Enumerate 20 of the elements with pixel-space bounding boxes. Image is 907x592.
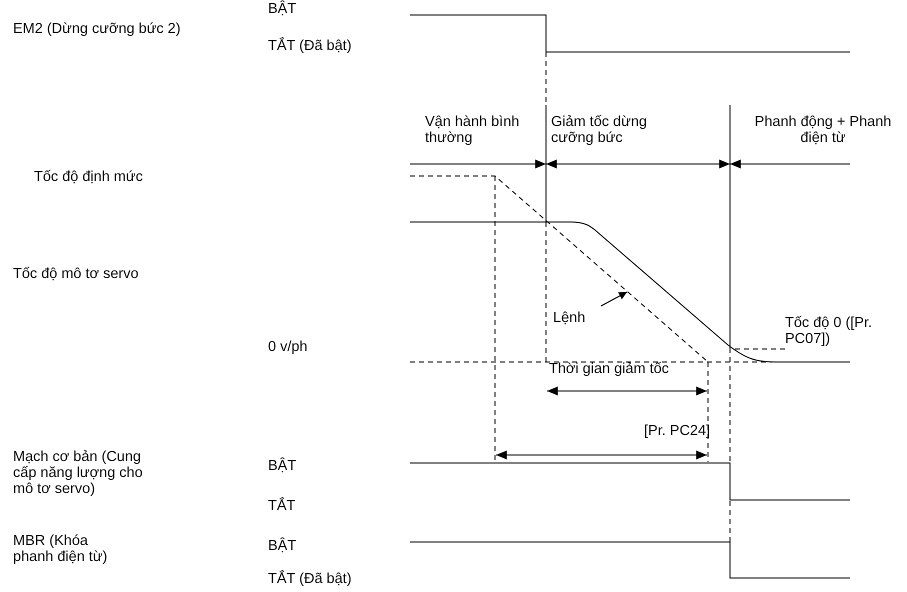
callout-label: Tốc độ 0 ([Pr. PC07]) [785, 315, 897, 347]
dimension-label: Thời gian giảm tốc [549, 361, 670, 377]
signal-name: Tốc độ định mức [34, 169, 144, 185]
state-label: TẮT (Đã bật) [268, 571, 353, 587]
signal-name: MBR (Khóa phanh điện từ) [13, 533, 108, 565]
phase-label: Phanh động + Phanh điện từ [754, 114, 892, 146]
dimension-label: [Pr. PC24] [644, 423, 712, 439]
state-label: TẮT [268, 498, 296, 514]
state-label: BẬT [268, 538, 298, 554]
state-label: TẮT (Đã bật) [268, 38, 353, 54]
state-label: BẬT [268, 458, 298, 474]
phase-label: Vận hành bình thường [425, 114, 520, 146]
callout-label: Lệnh [553, 310, 593, 326]
leader-line [600, 292, 628, 306]
axis-label: 0 v/ph [268, 339, 308, 355]
signal-name: Tốc độ mô tơ servo [13, 266, 140, 282]
state-label: BẬT [268, 1, 298, 17]
phase-label: Giảm tốc dừng cưỡng bức [551, 114, 648, 146]
signal-name: Mạch cơ bản (Cung cấp năng lượng cho mô tơ servo) [13, 449, 144, 497]
signal-name: EM2 (Dừng cưỡng bức 2) [13, 21, 182, 37]
